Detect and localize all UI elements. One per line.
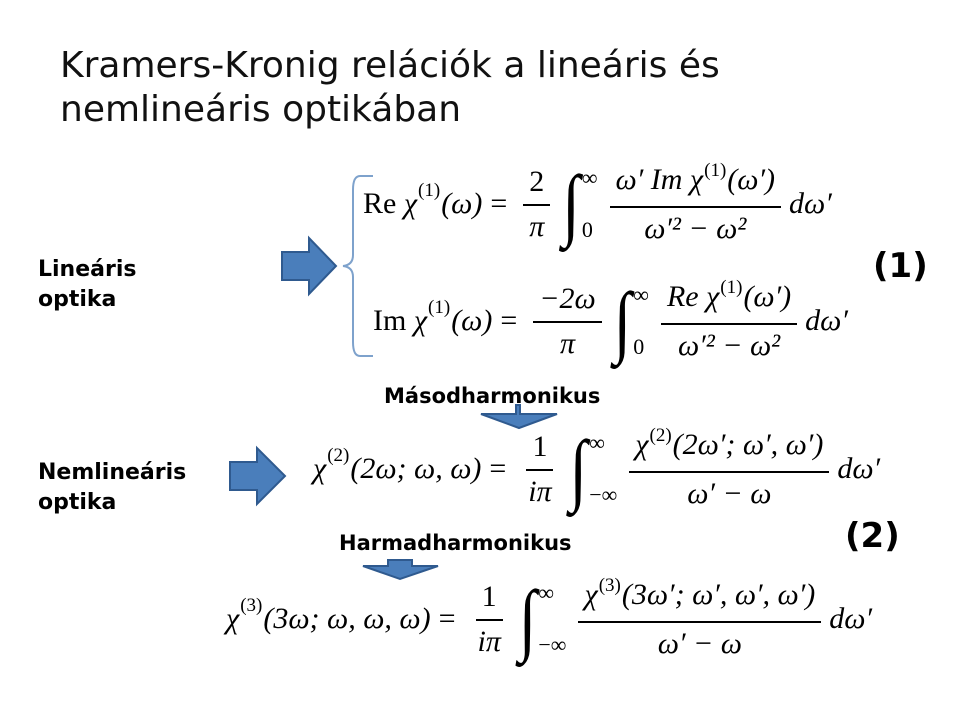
- integral-lower-limit: −∞: [589, 482, 618, 507]
- integrand-denominator: ω′ − ω: [657, 627, 742, 660]
- coefficient-denominator: iπ: [528, 475, 552, 508]
- integral-lower-limit: 0: [633, 334, 645, 359]
- third-harmonic-label: Harmadharmonikus: [339, 531, 572, 555]
- integrand-order: (1): [720, 277, 743, 298]
- integral-lower-limit: −∞: [538, 632, 567, 657]
- integral: ∫∞0: [562, 159, 598, 248]
- coefficient-denominator: π: [559, 327, 576, 360]
- order-superscript: (3): [240, 595, 263, 616]
- slide-title: Kramers-Kronig relációk a lineáris és ne…: [60, 45, 720, 130]
- integrand-fraction: Re χ(1)(ω′) ω′² − ω²: [660, 277, 798, 365]
- integrand-argument: (ω′): [743, 280, 792, 313]
- integrand-argument: (ω′): [727, 163, 776, 196]
- integrand-order: (1): [704, 160, 727, 181]
- im-operator: Im: [373, 304, 407, 337]
- coefficient-numerator: 1: [475, 577, 503, 621]
- integrand-denominator: ω′² − ω²: [644, 212, 747, 245]
- re-operator: Re: [363, 187, 397, 220]
- integrand-denominator: ω′ − ω: [687, 477, 772, 510]
- integral: ∫∞0: [613, 276, 649, 365]
- integrand-order: (2): [649, 425, 672, 446]
- equals-sign: =: [490, 187, 508, 220]
- integrand-fraction: χ(2)(2ω′; ω′, ω′) ω′ − ω: [629, 425, 830, 513]
- integrand-order: (3): [598, 575, 621, 596]
- order-superscript: (1): [428, 297, 451, 318]
- integrand-fraction: ω′ Im χ(1)(ω′) ω′² − ω²: [609, 160, 782, 248]
- coefficient-fraction: −2ω π: [533, 279, 602, 363]
- differential: dω′: [829, 602, 873, 635]
- order-superscript: (2): [327, 445, 350, 466]
- integrand-numerator: χ: [584, 578, 598, 611]
- integrand-numerator: Re χ: [666, 280, 720, 313]
- linear-optics-label: Lineáris optika: [38, 257, 137, 312]
- coefficient-denominator: π: [529, 210, 545, 243]
- differential: dω′: [837, 452, 881, 485]
- third-harmonic-down-arrow-icon: [362, 559, 439, 581]
- order-superscript: (1): [418, 180, 441, 201]
- nonlinear-right-arrow-icon: [229, 445, 287, 507]
- second-harmonic-label: Másodharmonikus: [384, 384, 601, 408]
- coefficient-denominator: iπ: [477, 625, 501, 658]
- integral: ∫∞−∞: [569, 424, 618, 513]
- integral-upper-limit: ∞: [581, 165, 598, 190]
- chi-symbol: χ: [413, 304, 428, 337]
- integral-upper-limit: ∞: [633, 282, 649, 307]
- equals-sign: =: [489, 452, 507, 485]
- integrand-argument: (3ω′; ω′, ω′, ω′): [621, 578, 816, 611]
- coefficient-numerator: 2: [523, 162, 551, 206]
- nonlinear-optics-label: Nemlineáris optika: [38, 460, 187, 515]
- integral-upper-limit: ∞: [589, 430, 605, 455]
- integrand-numerator: ω′ Im χ: [615, 163, 704, 196]
- lhs-argument: (2ω; ω, ω): [350, 452, 482, 485]
- lhs-argument: (ω): [451, 304, 493, 337]
- integrand-fraction: χ(3)(3ω′; ω′, ω′, ω′) ω′ − ω: [578, 575, 822, 663]
- coefficient-numerator: −2ω: [533, 279, 602, 323]
- lhs-argument: (ω): [441, 187, 483, 220]
- equation-number-2: (2): [845, 516, 900, 556]
- coefficient-fraction: 1 iπ: [522, 427, 557, 511]
- integral: ∫∞−∞: [518, 574, 567, 663]
- differential: dω′: [805, 304, 848, 337]
- lhs-argument: (3ω; ω, ω, ω): [263, 602, 431, 635]
- coefficient-numerator: 1: [526, 427, 554, 471]
- equals-sign: =: [438, 602, 456, 635]
- integrand-argument: (2ω′; ω′, ω′): [672, 428, 824, 461]
- chi-symbol: χ: [403, 187, 418, 220]
- chi-symbol: χ: [226, 602, 240, 635]
- integral-upper-limit: ∞: [538, 580, 555, 605]
- equation-number-1: (1): [873, 246, 928, 286]
- integrand-numerator: χ: [635, 428, 649, 461]
- equals-sign: =: [500, 304, 518, 337]
- integrand-denominator: ω′² − ω²: [677, 329, 781, 362]
- integral-lower-limit: 0: [581, 217, 593, 242]
- coefficient-fraction: 1 iπ: [471, 577, 506, 661]
- differential: dω′: [789, 187, 832, 220]
- second-harmonic-down-arrow-icon: [480, 404, 558, 430]
- chi-symbol: χ: [313, 452, 327, 485]
- linear-right-arrow-icon: [281, 235, 338, 297]
- linear-equations-brace: [342, 175, 373, 357]
